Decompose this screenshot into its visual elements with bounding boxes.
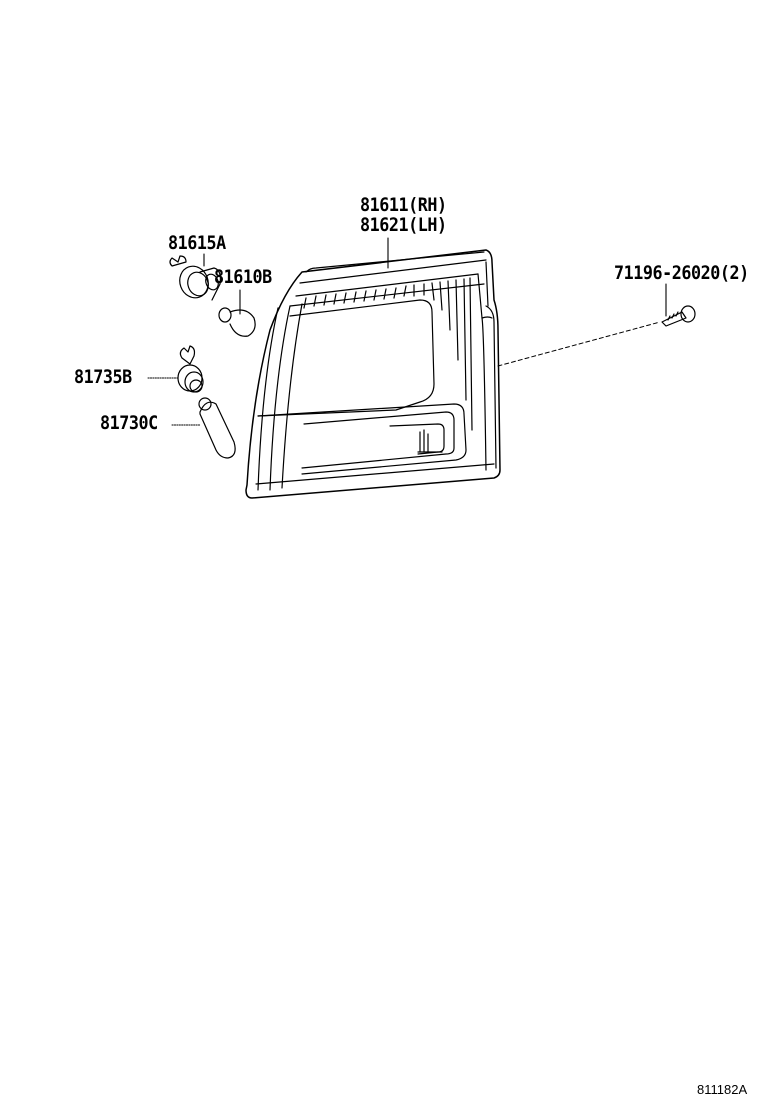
bulb-lower-drawing [171,397,236,459]
part-label-81730c: 81730C [100,412,158,434]
part-label-81611: 81611(RH) [360,194,447,216]
part-label-81610b: 81610B [214,266,272,288]
socket-lower-drawing [147,345,204,393]
diagram-reference-code: 811182A [697,1082,748,1097]
part-label-81735b: 81735B [74,366,132,388]
part-label-71196-26020: 71196-26020(2) [614,262,749,284]
bulb-upper-drawing [218,289,256,337]
socket-upper-drawing [169,253,221,301]
part-label-81615a: 81615A [168,232,226,254]
screw-drawing [497,283,696,367]
lamp-assembly-drawing [245,237,501,499]
part-label-81621: 81621(LH) [360,214,447,236]
